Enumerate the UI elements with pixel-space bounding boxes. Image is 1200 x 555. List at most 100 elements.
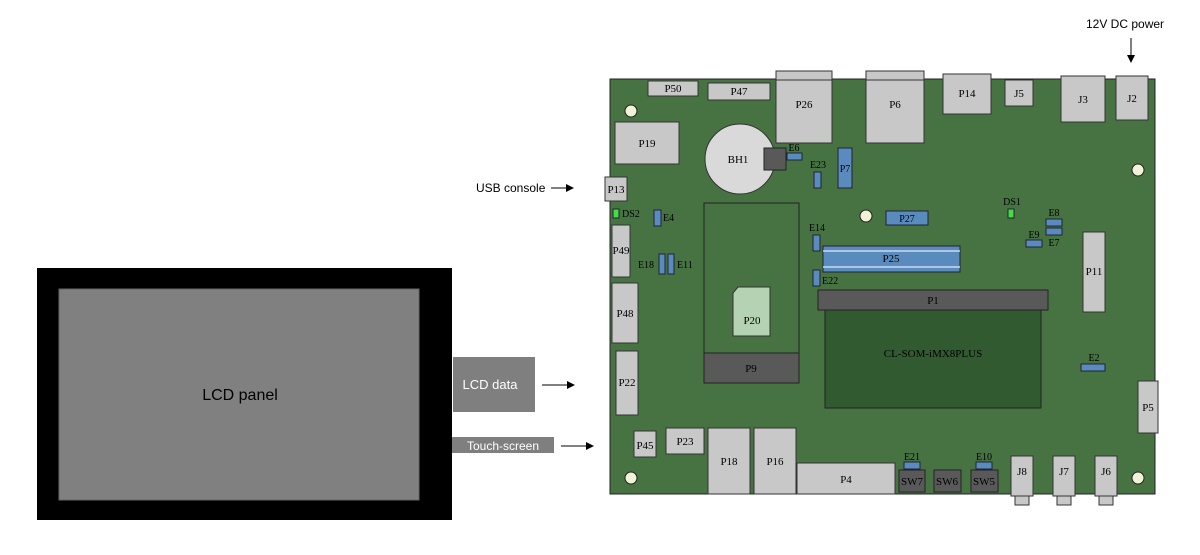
- connector-p4: [796, 462, 896, 495]
- label-sw6: SW6: [936, 476, 959, 488]
- label-j3: J3: [1078, 94, 1088, 106]
- label-e4: E4: [663, 213, 674, 224]
- connector-p23: [665, 427, 705, 455]
- connector-p14: [942, 73, 992, 115]
- switch-sw5: [970, 469, 999, 493]
- label-p5: P5: [1142, 402, 1154, 414]
- label-p13: P13: [607, 184, 625, 196]
- jumper-e7: [1045, 227, 1063, 236]
- label-e2: E2: [1088, 353, 1099, 364]
- pcb: P50 P47 P26 P6 P14 J5 J3 J2 P19 BH1 E6 E…: [604, 70, 1159, 506]
- mounting-hole: [1131, 471, 1145, 485]
- jack-j8-barrel: [1014, 495, 1030, 506]
- label-p48: P48: [616, 308, 634, 320]
- lcd-data-label: LCD data: [463, 377, 519, 392]
- label-e14: E14: [809, 223, 825, 234]
- label-p50: P50: [664, 83, 682, 95]
- led-ds2: [612, 208, 620, 219]
- connector-p45: [633, 430, 657, 458]
- label-j2: J2: [1127, 93, 1137, 105]
- battery-clip: [763, 147, 787, 171]
- label-sw5: SW5: [973, 476, 996, 488]
- switch-sw6: [933, 469, 962, 493]
- connector-p6: [865, 70, 925, 144]
- jumper-e8: [1045, 218, 1063, 227]
- label-p22: P22: [618, 377, 635, 389]
- connector-p48: [611, 282, 639, 344]
- label-p47: P47: [730, 86, 748, 98]
- label-p27: P27: [899, 214, 915, 225]
- lcd-screen: [58, 288, 420, 501]
- label-som: CL-SOM-iMX8PLUS: [884, 348, 982, 360]
- connector-p27: [885, 210, 929, 226]
- label-p18: P18: [720, 456, 738, 468]
- led-ds1: [1007, 208, 1015, 219]
- jumper-e18: [658, 253, 666, 275]
- label-j7: J7: [1059, 466, 1069, 478]
- label-p20: P20: [743, 315, 761, 327]
- connector-p20: [732, 286, 771, 337]
- label-e21: E21: [904, 452, 920, 463]
- label-p14: P14: [958, 88, 976, 100]
- connector-p7: [837, 147, 853, 189]
- power-label: 12V DC power: [1086, 17, 1164, 31]
- switch-sw7: [898, 469, 926, 493]
- label-e9: E9: [1028, 230, 1039, 241]
- label-j8: J8: [1017, 466, 1027, 478]
- jumper-e6: [786, 152, 803, 161]
- label-p45: P45: [636, 440, 654, 452]
- jumper-e2: [1080, 363, 1106, 372]
- label-p4: P4: [840, 474, 852, 486]
- label-e22: E22: [822, 276, 838, 287]
- connector-p18: [707, 427, 751, 495]
- jumper-e4: [653, 209, 662, 227]
- touch-screen-connector: Touch-screen: [452, 437, 594, 453]
- lcd-panel: LCD panel: [37, 268, 452, 520]
- usb-console-label: USB console: [476, 181, 546, 195]
- label-j6: J6: [1101, 466, 1111, 478]
- connector-p49: [611, 224, 631, 278]
- connector-j5: [1004, 79, 1034, 107]
- connector-p47: [707, 82, 771, 101]
- connector-p50: [647, 80, 699, 97]
- lcd-data-connector: LCD data: [453, 357, 575, 412]
- label-p1: P1: [927, 295, 939, 307]
- connector-p11: [1082, 231, 1106, 313]
- pcb-substrate: [609, 78, 1156, 495]
- label-p11: P11: [1086, 266, 1103, 278]
- connector-p22: [615, 350, 639, 416]
- lcd-panel-label: LCD panel: [202, 387, 278, 404]
- label-e10: E10: [976, 452, 992, 463]
- connector-p9: [703, 352, 800, 384]
- label-e11: E11: [677, 260, 693, 271]
- label-bh1: BH1: [728, 154, 749, 166]
- jumper-e23: [813, 171, 822, 189]
- label-e6: E6: [788, 143, 799, 154]
- label-e18: E18: [638, 260, 654, 271]
- connector-p13: [604, 176, 628, 202]
- connector-j3: [1060, 75, 1106, 123]
- mounting-holes: [624, 104, 1145, 485]
- connector-p5: [1137, 380, 1159, 434]
- som-module: [824, 309, 1042, 409]
- mounting-hole: [859, 209, 873, 223]
- label-p9: P9: [745, 363, 757, 375]
- mounting-hole: [624, 471, 638, 485]
- jack-j6-barrel: [1098, 495, 1114, 506]
- mounting-hole: [1131, 163, 1145, 177]
- label-p25: P25: [882, 253, 900, 265]
- label-p49: P49: [612, 245, 630, 257]
- jumper-e9: [1025, 239, 1043, 248]
- connector-j2: [1115, 75, 1149, 121]
- label-p16: P16: [766, 456, 784, 468]
- label-p6: P6: [889, 99, 901, 111]
- label-e8: E8: [1048, 208, 1059, 219]
- label-sw7: SW7: [901, 476, 924, 488]
- label-ds2: DS2: [622, 209, 640, 220]
- label-ds1: DS1: [1003, 197, 1021, 208]
- touch-screen-label: Touch-screen: [467, 439, 539, 453]
- jumper-e21: [903, 461, 921, 470]
- label-j5: J5: [1014, 88, 1024, 100]
- connector-p19: [614, 121, 680, 165]
